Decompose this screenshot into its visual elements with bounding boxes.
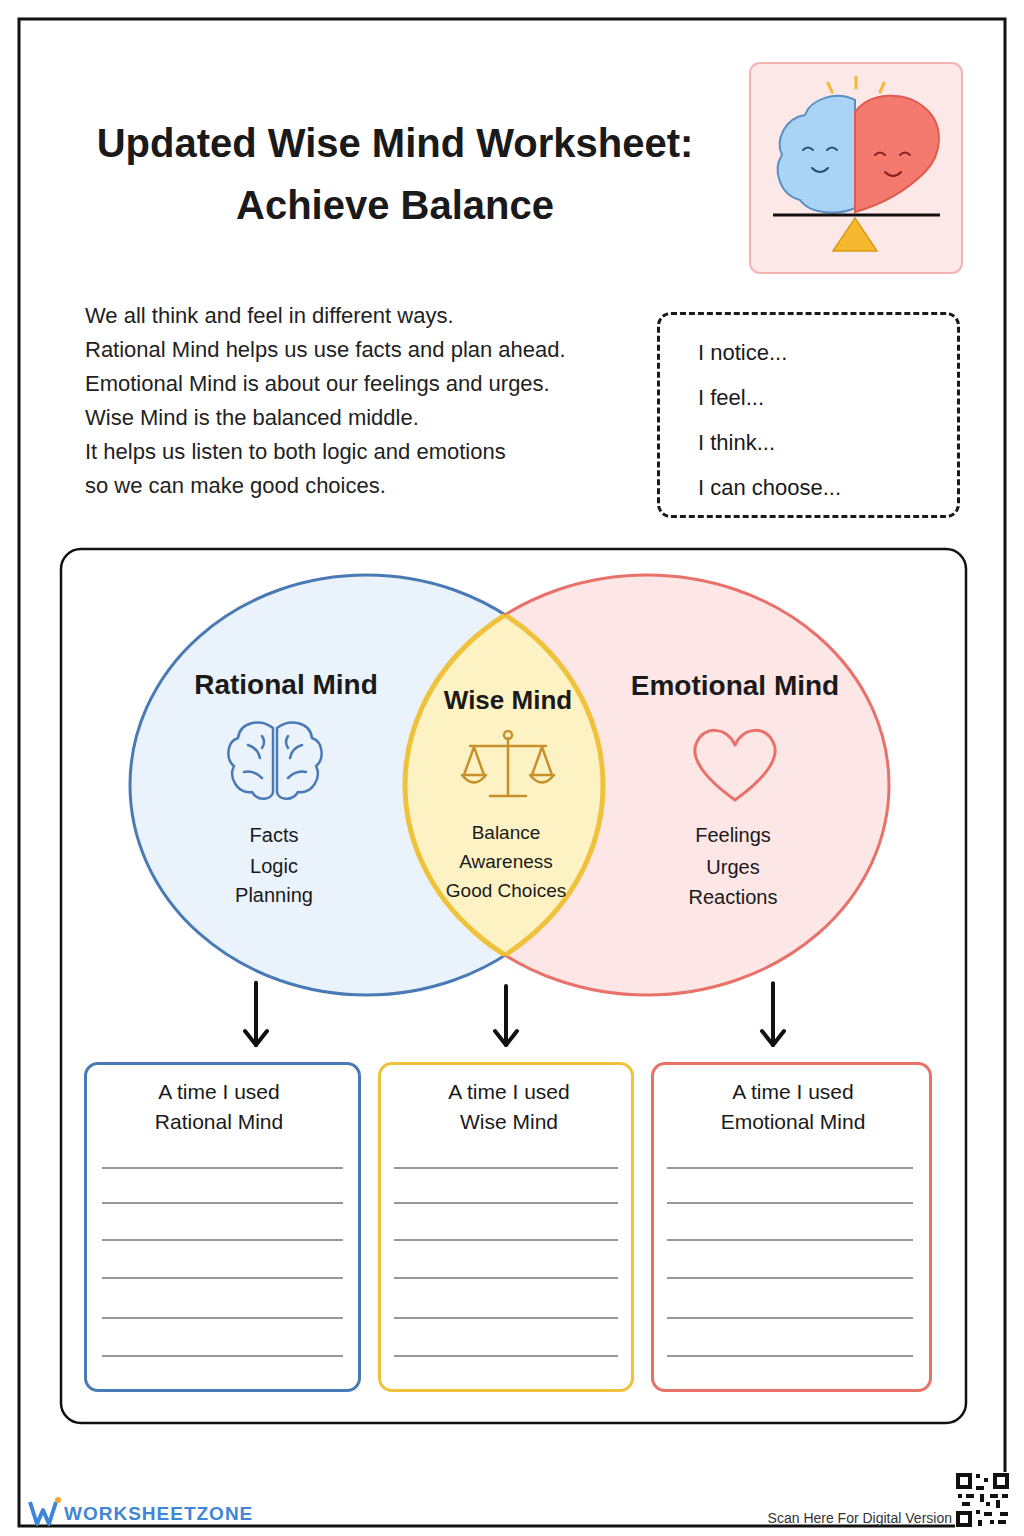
node-heading: Rational Mind <box>166 666 406 704</box>
qr-code <box>955 1472 1010 1528</box>
qr-background <box>955 1472 1010 1528</box>
node-heading: I notice... <box>698 338 948 368</box>
heart-half <box>855 96 939 212</box>
node-text: I think... <box>698 428 948 458</box>
reflection-box: A time I used Wise Mind <box>378 1062 634 1392</box>
flow-arrow <box>495 986 517 1045</box>
logo-dot <box>55 1497 61 1503</box>
circle-shape <box>405 575 889 995</box>
brain-face <box>803 148 837 173</box>
node-heading: Wise Mind <box>418 683 598 718</box>
shine-rays <box>828 77 884 92</box>
circle-shape <box>130 575 603 995</box>
intro-text: Wise Mind is the balanced middle. <box>85 403 645 433</box>
logo-mark <box>30 1497 61 1524</box>
node-text: Planning <box>204 882 344 909</box>
node-text: Urges <box>663 854 803 881</box>
brand-watermark: WORKSHEETZONE <box>64 1501 304 1527</box>
node-heading: Emotional Mind <box>605 667 865 705</box>
flow-arrow <box>245 983 267 1045</box>
heart-face <box>875 153 910 177</box>
arrow-head <box>495 1031 517 1045</box>
arrow-head <box>245 1031 267 1045</box>
reflection-box: A time I used Emotional Mind <box>651 1062 932 1392</box>
arrow-shaft <box>504 986 508 1045</box>
illustration-box <box>750 63 962 273</box>
arrow-shaft <box>771 983 775 1045</box>
intro-text: Rational Mind helps us use facts and pla… <box>85 335 645 365</box>
node-text: Good Choices <box>421 878 591 904</box>
qr-modules <box>958 1474 1008 1526</box>
prompt-box: I notice... I feel... I think... I can choo… <box>657 312 960 518</box>
balance-beam <box>773 214 940 217</box>
wise-mind-overlap-outline <box>405 612 603 958</box>
brain-half <box>778 96 855 213</box>
node-text: Logic <box>204 853 344 880</box>
lens-fill <box>130 575 603 995</box>
node-text: A time I used Wise Mind <box>429 1077 589 1137</box>
intro-text: so we can make good choices. <box>85 471 645 501</box>
page-frame <box>19 19 1005 1526</box>
arrow-shaft <box>254 983 258 1045</box>
lens-edge <box>130 575 603 995</box>
node-text: Reactions <box>663 884 803 911</box>
balance-pivot <box>833 218 877 251</box>
node-text: Feelings <box>663 822 803 849</box>
intro-text: It helps us listen to both logic and emo… <box>85 437 645 467</box>
node-text: A time I used Rational Mind <box>139 1077 299 1137</box>
wise-mind-overlap: Wise MindBalanceAwarenessGood Choices <box>405 612 603 958</box>
flow-arrow <box>762 983 784 1045</box>
node-text: I can choose... <box>698 473 948 503</box>
logo-w <box>30 1502 56 1524</box>
intro-text: Emotional Mind is about our feelings and… <box>85 369 645 399</box>
diagram-panel <box>61 549 966 1423</box>
title-illustration <box>750 63 962 273</box>
node-text: I feel... <box>698 383 948 413</box>
qr-finder <box>956 1473 1009 1527</box>
scan-note: Scan Here For Digital Version <box>700 1509 952 1528</box>
lens-edge <box>405 575 889 995</box>
arrow-head <box>762 1031 784 1045</box>
reflection-box: A time I used Rational Mind <box>84 1062 361 1392</box>
node-text: Awareness <box>421 849 591 875</box>
node-text: A time I used Emotional Mind <box>713 1077 873 1137</box>
worksheet-title: Updated Wise Mind Worksheet: Achieve Bal… <box>75 112 715 236</box>
intro-text: We all think and feel in different ways. <box>85 301 645 331</box>
node-text: Balance <box>421 820 591 846</box>
node-text: Facts <box>204 822 344 849</box>
